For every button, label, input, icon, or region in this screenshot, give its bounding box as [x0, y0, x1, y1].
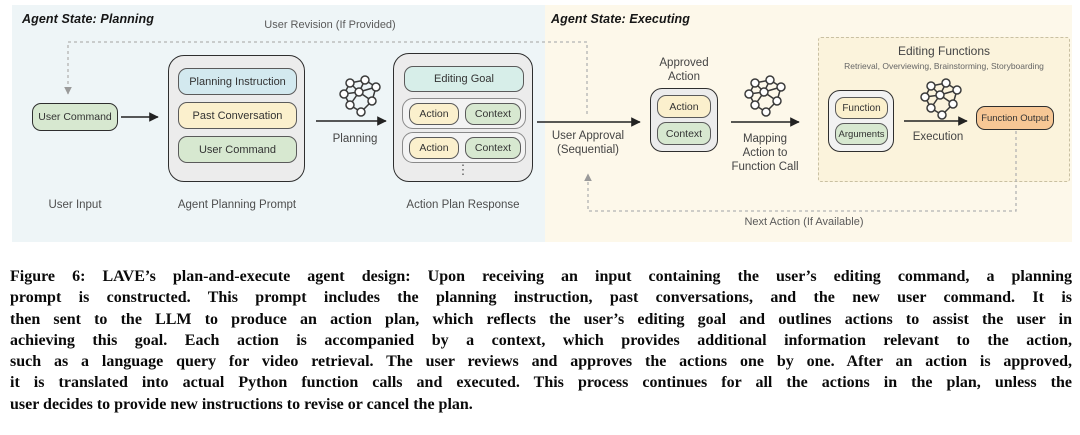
approved-context-pill: Context: [657, 122, 711, 145]
caption-line: Figure 6: LAVE’s plan-and-execute agent …: [10, 268, 1072, 285]
caption-line: such as a language query for video retri…: [10, 353, 1072, 371]
user-command-pill: User Command: [178, 136, 297, 163]
caption-line: prompt is constructed. This prompt inclu…: [10, 289, 1072, 307]
action-pill: Action: [409, 137, 459, 159]
action-plan-response-box: Editing Goal Action Context Action Conte…: [393, 53, 533, 182]
execution-step-label: Execution: [912, 131, 964, 143]
user-input-label: User Input: [48, 199, 102, 211]
editing-functions-subtitle: Retrieval, Overviewing, Brainstorming, S…: [844, 61, 1044, 71]
context-pill: Context: [465, 137, 521, 159]
more-actions-ellipsis: ⋮: [456, 162, 470, 177]
action-plan-response-label: Action Plan Response: [406, 199, 520, 211]
agent-planning-prompt-box: Planning Instruction Past Conversation U…: [168, 55, 305, 182]
planning-step-label: Planning: [332, 133, 378, 145]
figure-caption: Figure 6: LAVE’s plan-and-execute agent …: [10, 266, 1072, 415]
function-output-box: Function Output: [976, 106, 1054, 130]
action-context-row: Action Context: [402, 98, 526, 129]
agent-planning-prompt-label: Agent Planning Prompt: [177, 199, 297, 211]
user-command-box: User Command: [32, 103, 118, 131]
approved-action-pill: Action: [657, 95, 711, 118]
function-call-box: Function Arguments: [828, 90, 894, 152]
editing-functions-title: Editing Functions: [897, 44, 991, 58]
user-approval-sequential-label: (Sequential): [556, 144, 619, 156]
caption-line: then sent to the LLM to produce an actio…: [10, 310, 1072, 328]
caption-line: user decides to provide new instructions…: [10, 395, 473, 413]
function-pill: Function: [835, 97, 888, 119]
mapping-label-line2: Action to: [742, 147, 788, 159]
user-revision-label: User Revision (If Provided): [264, 19, 396, 31]
planning-instruction-pill: Planning Instruction: [178, 68, 297, 95]
action-pill: Action: [409, 103, 459, 125]
user-approval-label: User Approval: [551, 130, 625, 142]
executing-state-title: Agent State: Executing: [551, 12, 691, 26]
past-conversation-pill: Past Conversation: [178, 102, 297, 129]
caption-line: achieving this goal. Each action is acco…: [10, 331, 1072, 349]
approved-action-title-line2: Action: [668, 71, 700, 83]
caption-line: it is translated into actual Python func…: [10, 374, 1072, 392]
planning-state-title: Agent State: Planning: [22, 12, 154, 26]
arguments-pill: Arguments: [835, 123, 888, 145]
action-context-row: Action Context: [402, 132, 526, 163]
editing-goal-pill: Editing Goal: [404, 66, 524, 92]
mapping-label-line3: Function Call: [731, 161, 799, 173]
approved-action-title-line1: Approved: [659, 57, 709, 69]
context-pill: Context: [465, 103, 521, 125]
mapping-label-line1: Mapping: [742, 133, 788, 145]
next-action-label: Next Action (If Available): [744, 216, 864, 228]
